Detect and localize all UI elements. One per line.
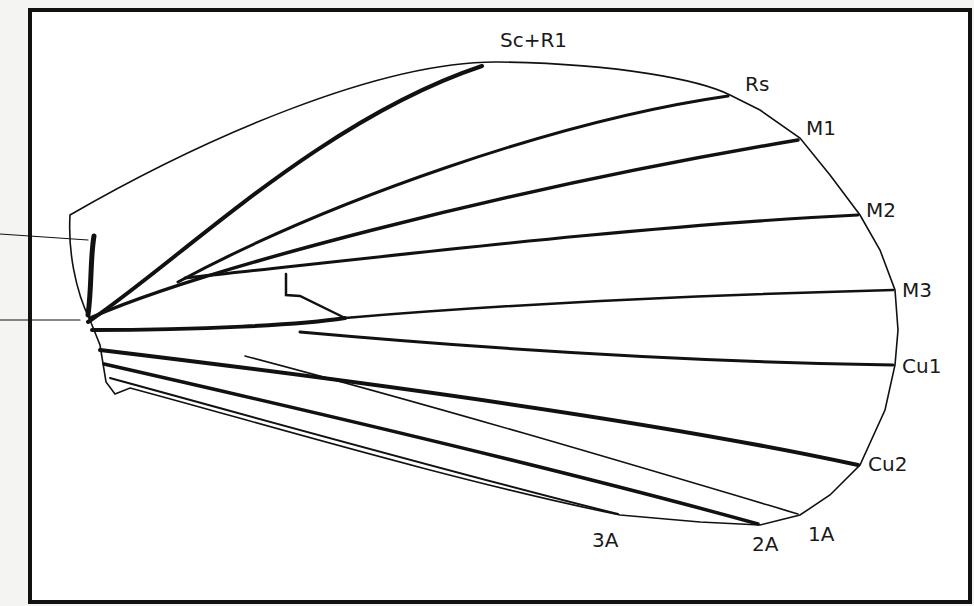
vein-m1 — [90, 140, 798, 318]
vein-label: M3 — [902, 280, 932, 300]
vein-label: 2A — [752, 534, 778, 554]
cell-lower — [92, 318, 345, 330]
vein-label: Cu1 — [902, 356, 941, 376]
vein-cu1 — [300, 332, 893, 365]
vein-3a — [110, 378, 618, 514]
vein-m2 — [185, 215, 858, 278]
humeral-mark — [88, 236, 94, 315]
vein-label: Cu2 — [868, 454, 907, 474]
leader-line — [0, 234, 88, 240]
vein-label: 1A — [808, 524, 834, 544]
vein-label: Sc+R1 — [500, 30, 567, 50]
frame — [30, 10, 970, 602]
wing-outline — [70, 62, 898, 525]
wing-veins — [0, 66, 893, 524]
vein-m3 — [345, 290, 893, 318]
vein-label: M2 — [866, 200, 896, 220]
vein-cu2 — [100, 350, 858, 465]
leader-line — [0, 319, 80, 320]
crossvein — [286, 274, 345, 318]
vein-label: 3A — [592, 530, 618, 550]
vein-rs — [178, 96, 728, 282]
vein-sc-r1 — [88, 66, 482, 322]
vein-label: M1 — [806, 118, 836, 138]
vein-label: Rs — [745, 74, 769, 94]
vein-2a — [104, 364, 758, 524]
